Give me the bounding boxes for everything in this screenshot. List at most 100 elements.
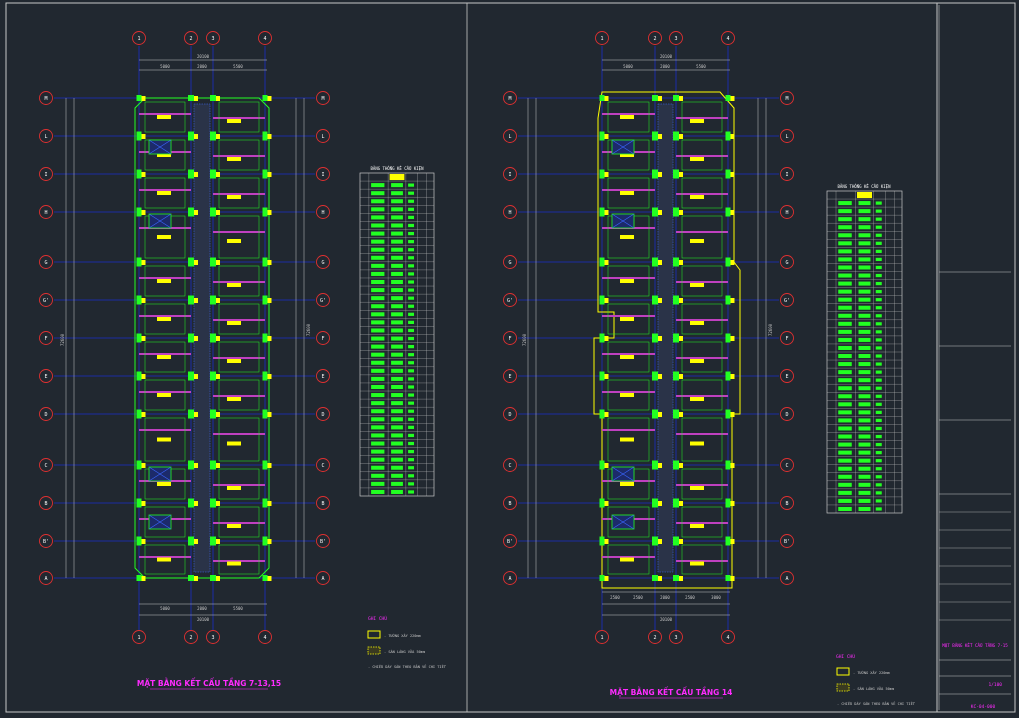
- axis-bubble-F: [503, 331, 517, 345]
- axis-bubble-1: [132, 31, 146, 45]
- plan-2-top-dim-1: 5000: [623, 64, 633, 69]
- axis-label-H: H: [44, 210, 47, 216]
- axis-bubble-M: [503, 91, 517, 105]
- axis-bubble-L: [780, 129, 794, 143]
- axis-bubble-A: [503, 571, 517, 585]
- axis-label-3: 3: [211, 635, 214, 641]
- axis-label-G': G': [320, 298, 326, 304]
- axis-label-I: I: [321, 172, 324, 178]
- axis-bubble-B': [780, 534, 794, 548]
- plan-2-top-dim-3: 5500: [696, 64, 706, 69]
- plan-2-bottom-dim-1: 2500: [610, 595, 620, 600]
- axis-label-I: I: [44, 172, 47, 178]
- plan-2-top-total: 20100: [660, 54, 673, 59]
- plan-1-bottom-dimensions: 5000 2000 5500 20100: [139, 603, 267, 622]
- plan-2-bottom-dim-2: 2500: [633, 595, 643, 600]
- axis-bubble-D: [780, 407, 794, 421]
- axis-bubble-I: [39, 167, 53, 181]
- axis-bubble-C: [780, 458, 794, 472]
- axis-bubble-L: [316, 129, 330, 143]
- plan-2-legend-item-2: - SÀN LÁNG VỮA 50mm: [853, 686, 894, 691]
- axis-bubble-M: [316, 91, 330, 105]
- plan-2-table-title: BẢNG THỐNG KÊ CẤU KIỆN: [838, 184, 892, 189]
- plan-1-top-total: 20100: [197, 54, 210, 59]
- axis-label-3: 3: [211, 36, 214, 42]
- axis-bubble-B: [39, 496, 53, 510]
- axis-bubble-M: [39, 91, 53, 105]
- axis-label-D: D: [785, 412, 788, 418]
- plan-1-legend-item-1: - TƯỜNG XÂY 220mm: [384, 633, 421, 638]
- axis-bubble-I: [780, 167, 794, 181]
- plan-1-top-dim-1: 5000: [160, 64, 170, 69]
- axis-label-4: 4: [726, 36, 729, 42]
- axis-label-H: H: [508, 210, 511, 216]
- axis-label-B': B': [43, 539, 49, 545]
- axis-label-L: L: [321, 134, 324, 140]
- axis-bubble-B': [503, 534, 517, 548]
- plan-2-side-dimensions: 72600 72600: [522, 98, 773, 578]
- plan-2-legend-item-3: - CHIỀU DÀY SÀN THEO BẢN VẼ CHI TIẾT: [837, 701, 916, 706]
- axis-label-1: 1: [137, 36, 140, 42]
- axis-bubble-G: [503, 255, 517, 269]
- axis-label-B': B': [784, 539, 790, 545]
- plan-1-legend: GHI CHÚ - TƯỜNG XÂY 220mm - SÀN LÁNG VỮA…: [367, 615, 447, 669]
- axis-label-F: F: [321, 336, 324, 342]
- axis-label-G: G: [508, 260, 511, 266]
- axis-bubble-M: [780, 91, 794, 105]
- axis-bubble-H: [503, 205, 517, 219]
- axis-bubble-C: [503, 458, 517, 472]
- axis-label-E: E: [785, 374, 788, 380]
- plan-2-side-total-right: 72600: [768, 323, 773, 336]
- plan-1-bottom-total: 20100: [197, 617, 210, 622]
- axis-bubble-G: [39, 255, 53, 269]
- title-block-scale: 1/100: [988, 682, 1002, 688]
- axis-bubble-D: [39, 407, 53, 421]
- axis-bubble-G: [316, 255, 330, 269]
- axis-label-B: B: [321, 501, 324, 507]
- axis-label-4: 4: [263, 36, 266, 42]
- axis-bubble-E: [39, 369, 53, 383]
- axis-bubble-4: [721, 31, 735, 45]
- axis-label-1: 1: [137, 635, 140, 641]
- axis-bubble-D: [503, 407, 517, 421]
- axis-label-A: A: [321, 576, 324, 582]
- axis-bubble-F: [39, 331, 53, 345]
- axis-label-1: 1: [600, 635, 603, 641]
- plan-2-bottom-dimensions: 2500 2500 2000 2500 3000 20100: [602, 591, 730, 622]
- axis-bubble-A: [780, 571, 794, 585]
- axis-label-H: H: [785, 210, 788, 216]
- plan-1-top-dimensions: 20100 5000 2000 5500: [139, 54, 267, 71]
- axis-bubble-2: [648, 31, 662, 45]
- axis-label-B': B': [507, 539, 513, 545]
- axis-bubble-1: [595, 31, 609, 45]
- axis-bubble-4: [258, 31, 272, 45]
- axis-bubble-C: [316, 458, 330, 472]
- axis-label-I: I: [508, 172, 511, 178]
- plan-2-legend-title: GHI CHÚ: [836, 653, 855, 660]
- axis-bubble-B: [316, 496, 330, 510]
- axis-bubble-2: [648, 630, 662, 644]
- plan-2-bottom-dim-3: 2000: [660, 595, 670, 600]
- axis-bubble-H: [316, 205, 330, 219]
- plan-1-side-dimensions: 72600 72600: [60, 98, 311, 578]
- axis-bubble-A: [39, 571, 53, 585]
- axis-bubble-I: [503, 167, 517, 181]
- axis-label-C: C: [785, 463, 788, 469]
- axis-bubble-3: [206, 31, 220, 45]
- axis-label-F: F: [44, 336, 47, 342]
- axis-label-G: G: [44, 260, 47, 266]
- plan-2-structure: [593, 91, 741, 589]
- plan-1-bottom-dim-2: 2000: [197, 606, 207, 611]
- plan-1-legend-title: GHI CHÚ: [368, 615, 387, 622]
- plan-1-structure: [134, 95, 272, 581]
- axis-label-A: A: [508, 576, 511, 582]
- axis-label-2: 2: [189, 36, 192, 42]
- axis-label-B: B: [44, 501, 47, 507]
- plan-2-bottom-total: 20100: [660, 617, 673, 622]
- axis-bubble-2: [184, 31, 198, 45]
- plan-2-bottom-dim-5: 3000: [711, 595, 721, 600]
- axis-bubble-F: [780, 331, 794, 345]
